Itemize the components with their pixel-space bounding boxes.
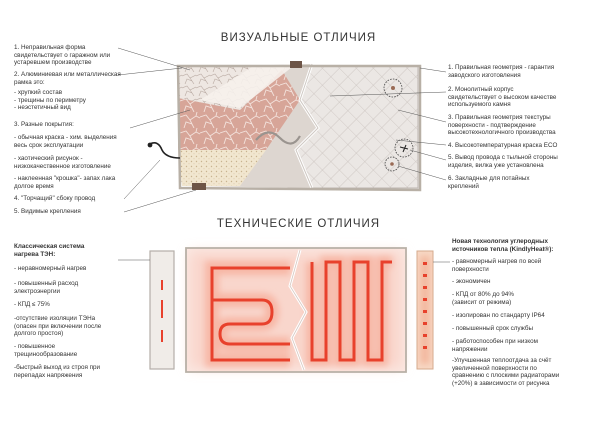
mount-top bbox=[290, 61, 302, 68]
mount-bottom bbox=[192, 183, 206, 190]
technical-title: ТЕХНИЧЕСКИЕ ОТЛИЧИЯ bbox=[216, 218, 381, 230]
technical-left-note-2: - повышенный расход электроэнергии bbox=[14, 280, 79, 295]
technical-left-note-3: - КПД ≤ 75% bbox=[14, 301, 50, 308]
technical-right-note-6: - работоспособен при низком напряжении bbox=[452, 338, 538, 353]
technical-right-note-4: - изолирован по стандарту IP64 bbox=[452, 312, 545, 319]
visual-right-leaders bbox=[329, 67, 447, 181]
visual-left-note-8: 4. "Торчащий" сбоку провод bbox=[14, 195, 96, 202]
technical-left-note-5: - повышенное трещинообразование bbox=[14, 343, 78, 358]
visual-right-note-1: 1. Правильная геометрия - гарантия завод… bbox=[448, 64, 555, 79]
visual-left-note-2: 2. Алюминиевая или металлическая рамка э… bbox=[14, 71, 121, 86]
visual-right-note-6: 6. Закладные для потайных креплений bbox=[448, 175, 530, 190]
visual-right-note-4: 4. Высокотемпературная краска ECO bbox=[448, 142, 558, 149]
technical-leaders bbox=[118, 259, 450, 263]
technical-right-note-1: - равномерный нагрев по всей поверхности bbox=[452, 258, 542, 273]
technical-left-note-1: - неравномерный нагрев bbox=[14, 265, 87, 272]
visual-left-note-4: 3. Разные покрытия: bbox=[14, 121, 74, 128]
technical-right-note-3: - КПД от 80% до 94% (зависит от режима) bbox=[452, 291, 514, 306]
visual-left-note-9: 5. Видимые крепления bbox=[14, 208, 81, 215]
visual-title: ВИЗУАЛЬНЫЕ ОТЛИЧИЯ bbox=[220, 32, 377, 44]
technical-left-heading: Классическая система нагрева ТЭН: bbox=[14, 243, 85, 258]
cable-icon bbox=[149, 142, 181, 159]
technical-right-note-5: - повышенный срок службы bbox=[452, 325, 534, 332]
technical-right-note-2: - экономичен bbox=[452, 278, 491, 285]
visual-left-note-3: - хрупкий состав - трещины по периметру … bbox=[14, 89, 86, 112]
technical-left-note-4: -отсутствие изоляции ТЭНа (опасен при вк… bbox=[14, 315, 102, 338]
visual-left-leaders bbox=[117, 47, 197, 213]
visual-right-note-3: 3. Правильная геометрия текстуры поверхн… bbox=[448, 114, 556, 137]
technical-left-note-6: -быстрый выход из строя при перепадах на… bbox=[14, 364, 101, 379]
visual-left-note-5: - обычная краска - хим. выделения весь с… bbox=[14, 134, 117, 149]
technical-panel bbox=[149, 247, 434, 373]
visual-panel bbox=[147, 61, 422, 192]
technical-right-note-7: -Улучшенная теплоотдача за счёт увеличен… bbox=[452, 357, 560, 387]
visual-right-note-2: 2. Монолитный корпус свидетельствует о в… bbox=[448, 86, 557, 109]
visual-left-note-6: - хаотический рисунок - низкокачественно… bbox=[14, 155, 111, 170]
technical-right-heading: Новая технология углеродных источников т… bbox=[452, 238, 554, 253]
visual-left-note-7: - наклеенная "крошка"- запах лака долгое… bbox=[14, 175, 116, 190]
visual-right-note-5: 5. Вывод провода с тыльной стороны издел… bbox=[448, 154, 558, 169]
visual-left-note-1: 1. Неправильная форма свидетельствует о … bbox=[14, 44, 111, 67]
